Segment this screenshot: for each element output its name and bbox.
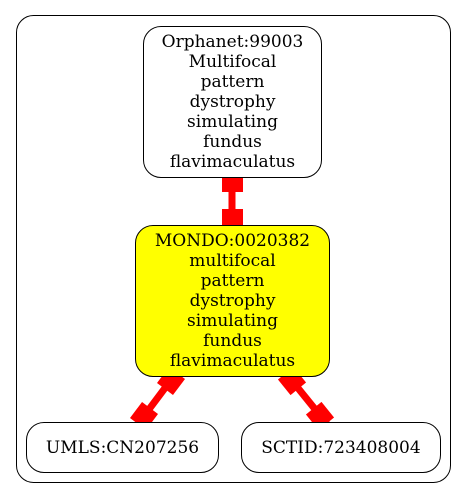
node-sctid[interactable]: SCTID:723408004	[241, 422, 441, 473]
node-orphanet-line: dystrophy	[189, 92, 276, 112]
node-orphanet[interactable]: Orphanet:99003 Multifocal pattern dystro…	[143, 26, 322, 178]
node-mondo[interactable]: MONDO:0020382 multifocal pattern dystrop…	[135, 225, 330, 377]
node-mondo-line: simulating	[187, 311, 278, 331]
node-mondo-line: multifocal	[189, 251, 276, 271]
node-orphanet-line: Multifocal	[188, 52, 277, 72]
node-mondo-line: dystrophy	[189, 291, 276, 311]
node-sctid-line: SCTID:723408004	[261, 437, 421, 458]
node-umls-line: UMLS:CN207256	[45, 437, 200, 458]
node-mondo-line: flavimaculatus	[169, 351, 296, 371]
node-mondo-line: pattern	[200, 271, 265, 291]
node-orphanet-line: simulating	[187, 112, 278, 132]
node-orphanet-line: fundus	[203, 132, 262, 152]
node-orphanet-line: Orphanet:99003	[161, 32, 304, 52]
cluster-frame	[16, 15, 451, 483]
node-orphanet-line: flavimaculatus	[169, 152, 296, 172]
node-mondo-line: MONDO:0020382	[154, 231, 311, 251]
edge-orphanet-mondo	[222, 171, 243, 230]
node-orphanet-line: pattern	[200, 72, 265, 92]
edge-orphanet-mondo-end-bottom	[222, 209, 243, 230]
node-mondo-line: fundus	[203, 331, 262, 351]
node-umls[interactable]: UMLS:CN207256	[26, 422, 219, 473]
